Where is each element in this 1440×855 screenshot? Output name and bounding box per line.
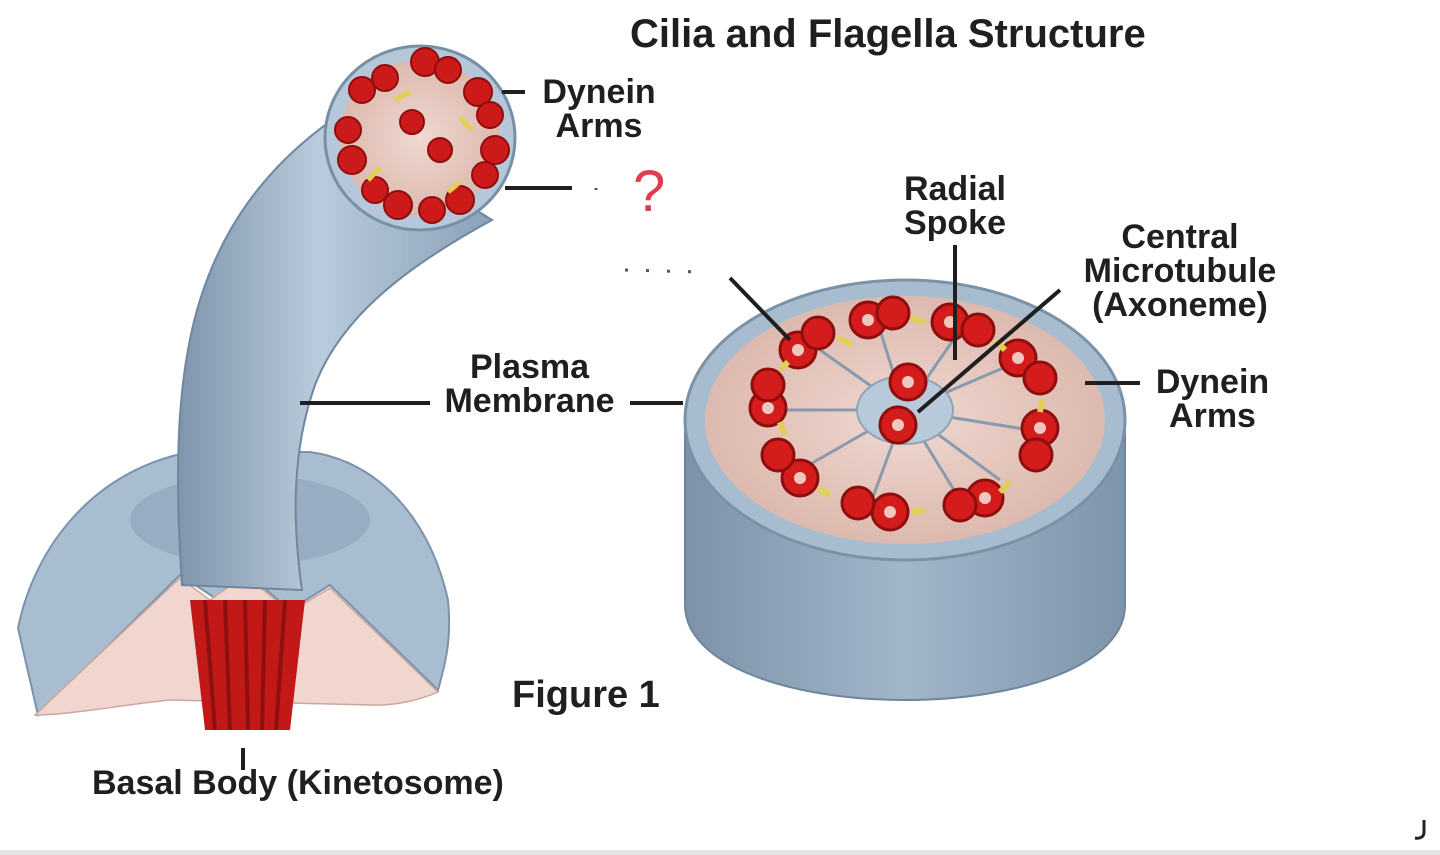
bottom-divider <box>0 850 1440 855</box>
figure-label: Figure 1 <box>512 674 660 716</box>
axoneme-cylinder <box>683 278 1127 702</box>
question-mark-annotation: ? <box>633 159 666 224</box>
label-dynein-arms-right: Dynein Arms <box>1145 365 1280 433</box>
label-basal-body: Basal Body (Kinetosome) <box>92 764 504 802</box>
label-line: Plasma <box>469 348 590 386</box>
label-line: Radial <box>903 170 1007 208</box>
outer-doublets <box>748 295 1060 532</box>
label-line: Arms <box>555 107 643 145</box>
label-plasma-membrane: Plasma Membrane <box>432 350 627 418</box>
tube-cross-section <box>323 44 517 232</box>
label-dynein-arms-top: Dynein Arms <box>534 75 664 143</box>
label-line: Dynein <box>1155 363 1270 401</box>
label-line: Membrane <box>444 382 615 420</box>
label-line: Microtubule <box>1083 252 1277 290</box>
label-line: Dynein <box>542 73 656 111</box>
basal-body-fibers <box>190 599 305 731</box>
mouse-cursor-icon <box>1414 820 1426 840</box>
label-line: Arms <box>1169 397 1256 435</box>
diagram-title: Cilia and Flagella Structure <box>630 12 1146 56</box>
label-radial-spoke: Radial Spoke <box>895 172 1015 240</box>
label-central-microtubule: Central Microtubule (Axoneme) <box>1070 220 1290 322</box>
label-line: Spoke <box>903 204 1007 242</box>
dynein-arm-marks <box>777 315 1045 515</box>
leader-lines <box>241 90 1140 770</box>
label-line: Central <box>1121 218 1239 256</box>
label-line: (Axoneme) <box>1092 286 1268 324</box>
